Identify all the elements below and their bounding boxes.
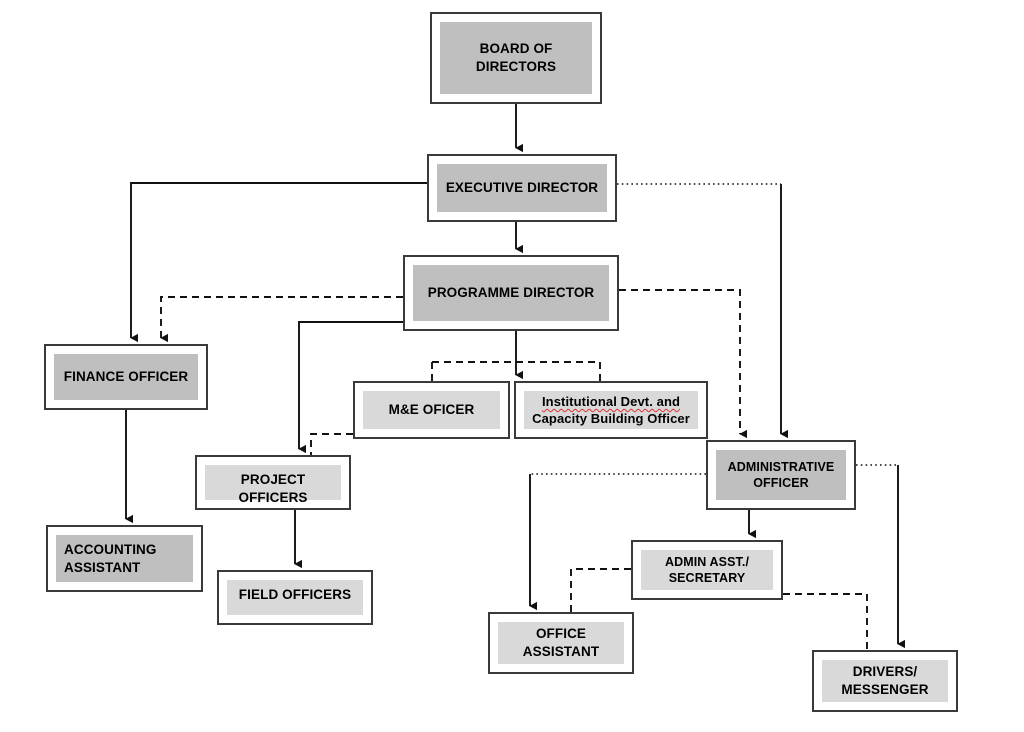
node-admin-assistant-secretary[interactable]: ADMIN ASST./ SECRETARY (631, 540, 783, 600)
spellcheck-underlined-text: Institutional Devt. and (541, 393, 681, 409)
node-label: ADMIN ASST./ SECRETARY (664, 554, 750, 586)
node-label: EXECUTIVE DIRECTOR (445, 180, 599, 196)
edge-adasst-office (570, 568, 631, 612)
edge-adasst-driver (783, 593, 868, 650)
edge-prog-finance (160, 296, 403, 343)
node-drivers-messenger[interactable]: DRIVERS/ MESSENGER (812, 650, 958, 712)
node-label: ACCOUNTING ASSISTANT (64, 541, 157, 575)
edge-exec-finance (130, 182, 427, 343)
node-fill: ADMIN ASST./ SECRETARY (641, 550, 773, 590)
node-label: M&E OFICER (388, 402, 475, 418)
node-institutional-devt-capacity-building-officer[interactable]: Institutional Devt. and Capacity Buildin… (514, 381, 708, 439)
node-board-of-directors[interactable]: BOARD OF DIRECTORS (430, 12, 602, 104)
node-label: FIELD OFFICERS (238, 587, 352, 602)
node-programme-director[interactable]: PROGRAMME DIRECTOR (403, 255, 619, 331)
node-field-officers[interactable]: FIELD OFFICERS (217, 570, 373, 625)
node-fill: EXECUTIVE DIRECTOR (437, 164, 607, 212)
node-fill: Institutional Devt. and Capacity Buildin… (524, 391, 698, 429)
node-accounting-assistant[interactable]: ACCOUNTING ASSISTANT (46, 525, 203, 592)
node-fill: OFFICE ASSISTANT (498, 622, 624, 664)
node-fill: M&E OFICER (363, 391, 500, 429)
node-executive-director[interactable]: EXECUTIVE DIRECTOR (427, 154, 617, 222)
node-label: PROGRAMME DIRECTOR (427, 285, 595, 301)
node-label: OFFICE ASSISTANT (522, 626, 600, 659)
node-fill: ACCOUNTING ASSISTANT (56, 535, 193, 582)
node-project-officers[interactable]: PROJECT OFFICERS (195, 455, 351, 510)
node-fill: FINANCE OFFICER (54, 354, 198, 400)
node-label: DRIVERS/ MESSENGER (841, 664, 929, 697)
node-administrative-officer[interactable]: ADMINISTRATIVE OFFICER (706, 440, 856, 510)
node-label: BOARD OF DIRECTORS (475, 41, 557, 74)
node-label: PROJECT OFFICERS (238, 472, 308, 505)
node-label: FINANCE OFFICER (63, 369, 189, 385)
node-me-officer[interactable]: M&E OFICER (353, 381, 510, 439)
node-fill: DRIVERS/ MESSENGER (822, 660, 948, 702)
node-fill: PROJECT OFFICERS (205, 465, 341, 505)
node-label: ADMINISTRATIVE OFFICER (727, 459, 835, 491)
node-office-assistant[interactable]: OFFICE ASSISTANT (488, 612, 634, 674)
node-fill: BOARD OF DIRECTORS (440, 22, 592, 94)
node-label: Institutional Devt. and Capacity Buildin… (532, 393, 690, 426)
node-fill: FIELD OFFICERS (227, 580, 363, 615)
node-finance-officer[interactable]: FINANCE OFFICER (44, 344, 208, 410)
node-fill: PROGRAMME DIRECTOR (413, 265, 609, 321)
node-fill: ADMINISTRATIVE OFFICER (716, 450, 846, 500)
